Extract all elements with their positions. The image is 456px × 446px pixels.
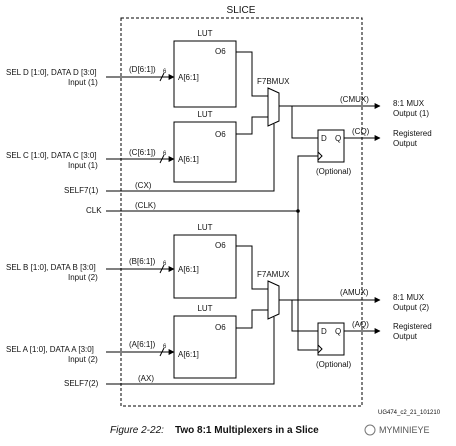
svg-text:MYMINIEYE: MYMINIEYE [379,425,430,435]
net-b: (B[6:1]) [129,257,156,266]
svg-text:O6: O6 [215,323,226,332]
svg-text:LUT: LUT [197,223,212,232]
net-cx: (CX) [135,181,152,190]
input-d-sub: Input (1) [68,78,98,87]
document-id: UG474_c2_21_101210 [378,410,441,416]
net-d: (D[6:1]) [129,65,156,74]
mux-output-2-sub: Output (2) [393,303,429,312]
net-aq: (AQ) [352,320,369,329]
lut-d: LUT O6 A[6:1] [173,29,237,108]
self7-1-label: SELF7(1) [64,186,99,195]
svg-text:O6: O6 [215,47,226,56]
input-a-label: SEL A [1:0], DATA A [3:0] [6,345,94,354]
flipflop-bottom: D Q (Optional) [316,322,351,369]
watermark-icon [364,424,376,436]
lut-c: LUT O6 A[6:1] [173,110,237,183]
slice-boundary [120,17,363,407]
input-d-label: SEL D [1:0], DATA D [3:0] [6,68,97,77]
svg-text:Q: Q [335,327,341,336]
flipflop-top: D Q (Optional) [316,129,351,176]
net-a: (A[6:1]) [129,340,156,349]
lut-b: LUT O6 A[6:1] [173,223,237,299]
mux-output-1-sub: Output (1) [393,109,429,118]
caption-figure: Figure 2-22: [110,425,164,436]
svg-text:O6: O6 [215,130,226,139]
svg-text:Q: Q [335,134,341,143]
input-b-label: SEL B [1:0], DATA B [3:0] [6,263,96,272]
svg-text:6: 6 [163,344,167,350]
svg-text:LUT: LUT [197,304,212,313]
net-cq: (CQ) [352,127,370,136]
mux-output-1: 8:1 MUX [393,99,425,108]
input-c-label: SEL C [1:0], DATA C [3:0] [6,151,97,160]
svg-text:LUT: LUT [197,110,212,119]
svg-text:A[6:1]: A[6:1] [178,350,199,359]
f7amux [267,280,280,320]
registered-output-2-sub: Output [393,332,418,341]
caption-title: Two 8:1 Multiplexers in a Slice [175,425,319,436]
svg-text:D: D [321,134,327,143]
net-amux: (AMUX) [340,288,369,297]
self7-2-label: SELF7(2) [64,379,99,388]
lut-a: LUT O6 A[6:1] [173,304,237,379]
svg-text:D: D [321,327,327,336]
input-c-sub: Input (1) [68,161,98,170]
svg-text:A[6:1]: A[6:1] [178,155,199,164]
f7bmux-label: F7BMUX [257,77,290,86]
svg-text:(Optional): (Optional) [316,360,351,369]
slice-title: SLICE [227,5,256,16]
input-a-sub: Input (2) [68,355,98,364]
watermark: MYMINIEYE [364,424,430,436]
svg-text:O6: O6 [215,241,226,250]
svg-text:6: 6 [163,69,167,75]
registered-output-1-sub: Output [393,139,418,148]
input-b-sub: Input (2) [68,273,98,282]
registered-output-1: Registered [393,129,432,138]
svg-text:LUT: LUT [197,29,212,38]
f7amux-label: F7AMUX [257,270,290,279]
clk-label: CLK [86,206,102,215]
mux-output-2: 8:1 MUX [393,293,425,302]
svg-text:A[6:1]: A[6:1] [178,265,199,274]
svg-text:6: 6 [163,151,167,157]
svg-text:A[6:1]: A[6:1] [178,73,199,82]
svg-text:(Optional): (Optional) [316,167,351,176]
svg-text:6: 6 [163,261,167,267]
f7bmux [267,87,280,127]
net-clk: (CLK) [135,201,156,210]
registered-output-2: Registered [393,322,432,331]
net-cmux: (CMUX) [340,95,369,104]
net-c: (C[6:1]) [129,148,156,157]
net-ax: (AX) [138,374,154,383]
